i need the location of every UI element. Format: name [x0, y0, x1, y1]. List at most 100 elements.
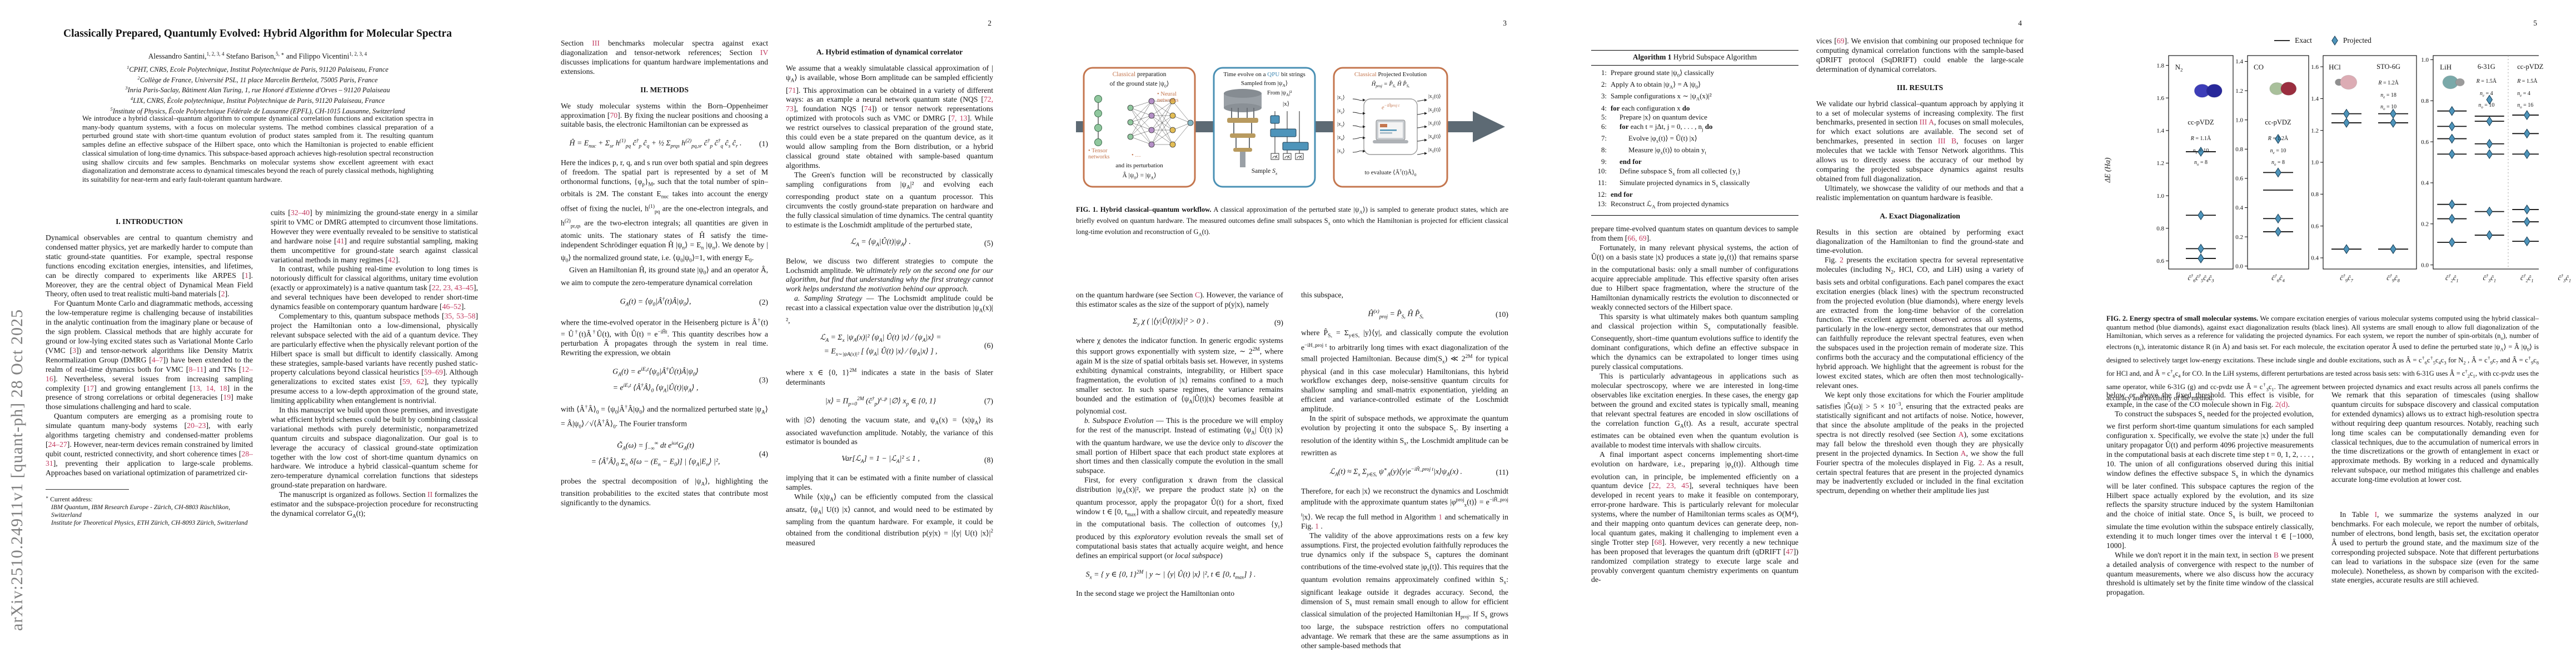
input-state-label: |x4⟩: [1337, 135, 1345, 142]
paragraph: with |∅⟩ denoting the vacuum state, and …: [786, 415, 994, 446]
projected-diamond-marker: [2448, 213, 2455, 224]
x-category-label: ĉ†6ĉ†5ĉ4ĉ3: [2188, 273, 2214, 283]
projected-diamond-marker: [2275, 167, 2281, 178]
paragraph: The manuscript is organized as follows. …: [271, 490, 478, 520]
output-arrow: [1417, 153, 1425, 155]
algorithm-line-number: 3:: [1601, 92, 1607, 101]
equation-body: |x⟩ = Πp=02M (ĉ†p)x_p |∅⟩ xp ∈ {0, 1}: [825, 396, 936, 407]
x-category-label: ĉ†2ĉ1: [2445, 273, 2459, 283]
algorithm-line: 8:Measure |φx(t)⟩ to obtain yt: [1591, 146, 1798, 157]
footnote-line: IBM Quantum, IBM Research Europe - Züric…: [51, 503, 231, 519]
algorithm-line-text: Reconstruct ℒA from projected dynamics: [1611, 200, 1729, 210]
panel-annotation: no = 10: [2478, 102, 2495, 109]
output-state-label: |x3(t)⟩: [1428, 121, 1441, 127]
neural-network-node: [1148, 127, 1155, 133]
paragraph: cuits [32–40] by minimizing the ground-s…: [271, 208, 478, 264]
equation-body: ℒA(t) ≈ Σx Σy∈Sₓ ψ∗A(y)⟨y|e−iĤ_proj t|x⟩…: [1329, 467, 1462, 478]
y-tick-label: 1.2: [2235, 88, 2243, 94]
projected-diamond-icon: [2331, 36, 2338, 46]
input-arrow: [1352, 125, 1363, 127]
panel-annotation: cc-pVDZ: [2517, 63, 2544, 71]
equation: GA(t) = ⟨ψ0|Â†(t)Â|ψ0⟩,(2): [561, 294, 768, 310]
algorithm-line-number: 8:: [1601, 146, 1607, 155]
algorithm-line-number: 4:: [1601, 104, 1607, 112]
algorithm-line-text: Simulate projected dynamics in Sx classi…: [1620, 178, 1750, 188]
paragraph: Complementary to this, quantum subspace …: [271, 311, 478, 405]
molecule-atom: [2455, 78, 2465, 87]
paragraph: where x ∈ {0, 1}2M indicates a state in …: [786, 368, 993, 386]
tensor-network-node: [1094, 109, 1102, 117]
quantum-gate: [1270, 128, 1297, 137]
y-tick-label: 0.4: [2235, 205, 2243, 211]
page5-left-column: below or above the fixed threshold. This…: [2106, 391, 2314, 598]
algorithm-line-number: 6:: [1601, 122, 1607, 131]
output-arrow: [1417, 99, 1425, 102]
tensor-network-node: [1094, 124, 1102, 132]
input-arrow: [1352, 98, 1363, 101]
affiliation-line: 3Inria Paris-Saclay, Bâtiment Alan Turin…: [125, 85, 390, 94]
neural-network-node: [1127, 104, 1134, 111]
panel-annotation: ne = 10: [2193, 147, 2209, 155]
projected-diamond-marker: [2198, 210, 2204, 221]
neural-network-node: [1127, 119, 1134, 126]
y-tick-label: 1.0: [2156, 193, 2164, 200]
algorithm-line-text: for each t = jΔt, j = 0, . . . , nj do: [1620, 122, 1713, 132]
equation-number: (7): [984, 397, 993, 406]
input-arrow: [1352, 137, 1363, 140]
equation-body: Sx = { y ∈ {0, 1}2M | y ∼ | ⟨y| Û(t) |x⟩…: [1085, 569, 1256, 581]
panel-annotation: LiH: [2440, 63, 2452, 72]
page4-right-column: vices [69]. We envision that combining o…: [1816, 37, 2024, 585]
output-state-label: |x5(t)⟩: [1428, 147, 1441, 154]
flow-arrow-icon: [1473, 111, 1505, 142]
box1-title: Classical preparation: [1112, 71, 1167, 78]
input-arrow: [1352, 151, 1363, 153]
output-state-label: |x4(t)⟩: [1428, 134, 1441, 141]
projected-diamond-marker: [2448, 106, 2455, 116]
propagator-label: e−iĤproj t: [1382, 103, 1399, 111]
paragraph: In the spirit of subspace methods, we ap…: [1301, 414, 1508, 457]
section-heading: III. RESULTS: [1896, 83, 1944, 92]
arxiv-watermark: arXiv:2510.24911v1 [quant-ph] 28 Oct 202…: [8, 309, 26, 631]
legend-label: Projected: [2343, 36, 2371, 44]
paper-title: Classically Prepared, Quantumly Evolved:…: [63, 28, 452, 39]
page-1: arXiv:2510.24911v1 [quant-ph] 28 Oct 202…: [0, 0, 515, 667]
paragraph: Fortunately, in many relevant physical s…: [1591, 243, 1799, 311]
y-tick-label: 0.4: [2421, 180, 2429, 187]
panel-annotation: cc-pVDZ: [2265, 118, 2291, 127]
panel-annotation: R = 1.5Å: [2517, 78, 2538, 85]
y-tick-label: 1.2: [2156, 160, 2164, 167]
paragraph: where the time-evolved operator in the H…: [561, 318, 769, 357]
panel-frame: [2323, 55, 2417, 270]
y-tick-label: 0.8: [2421, 98, 2429, 104]
paragraph: We assume that a weakly simulatable clas…: [786, 64, 993, 170]
paragraph: Given an Hamiltonian Ĥ, its ground state…: [561, 266, 769, 287]
y-tick-label: 0.6: [2156, 258, 2164, 265]
x-category-label: ĉ†3ĉ1: [2483, 273, 2497, 283]
y-tick-label: 1.4: [2311, 96, 2319, 102]
equation: Σy χ ( |⟨y|Û(t)|x⟩|² > 0 ) .(9): [1076, 316, 1283, 330]
panel-annotation: ne = 4: [2480, 90, 2493, 98]
paragraph: In this manuscript we build upon those p…: [271, 406, 478, 490]
cryostat-plate: [1227, 118, 1258, 123]
equation-body: G̃A(ω) = ∫−∞∞ dt eiωtGA(t)= ⟨Â†Â⟩0 Σn δ[…: [591, 441, 720, 468]
page-number: 5: [2533, 19, 2537, 27]
algorithm-line-number: 12:: [1597, 191, 1607, 199]
equation-body: Ĥ(x)proj = P̂Sₓ Ĥ P̂Sₓ: [1368, 308, 1424, 320]
paragraph: We kept only those excitations for which…: [1816, 390, 2024, 495]
paragraph: b. Subspace Evolution — This is the proc…: [1076, 416, 1284, 475]
y-tick-label: 0.2: [2235, 234, 2243, 241]
panel-frame: [2247, 55, 2309, 270]
paragraph: We remark that this separation of timesc…: [2331, 391, 2539, 484]
paragraph: with ⟨Â†Â⟩0 = ⟨ψ0|Â†Â|ψ0⟩ and the normal…: [561, 404, 769, 430]
quantum-gate: [1282, 142, 1309, 151]
projected-diamond-marker: [2523, 128, 2530, 139]
paragraph: We study molecular systems within the Bo…: [561, 101, 768, 129]
projected-diamond-marker: [2198, 147, 2204, 157]
affiliation-line: 5Institute of Physics, École Polytechniq…: [110, 106, 405, 115]
neural-networks-label: • Neural networks: [1157, 91, 1179, 103]
algorithm-line: 3:Sample configurations x ∼ |ψA(x)|²: [1591, 92, 1798, 103]
y-tick-label: 0.8: [2156, 225, 2164, 232]
equation: ℒA = Σx |ψA(x)|² ⟨ψA| Û(t) |x⟩ ⁄ ⟨ψA|x⟩ …: [786, 332, 993, 361]
